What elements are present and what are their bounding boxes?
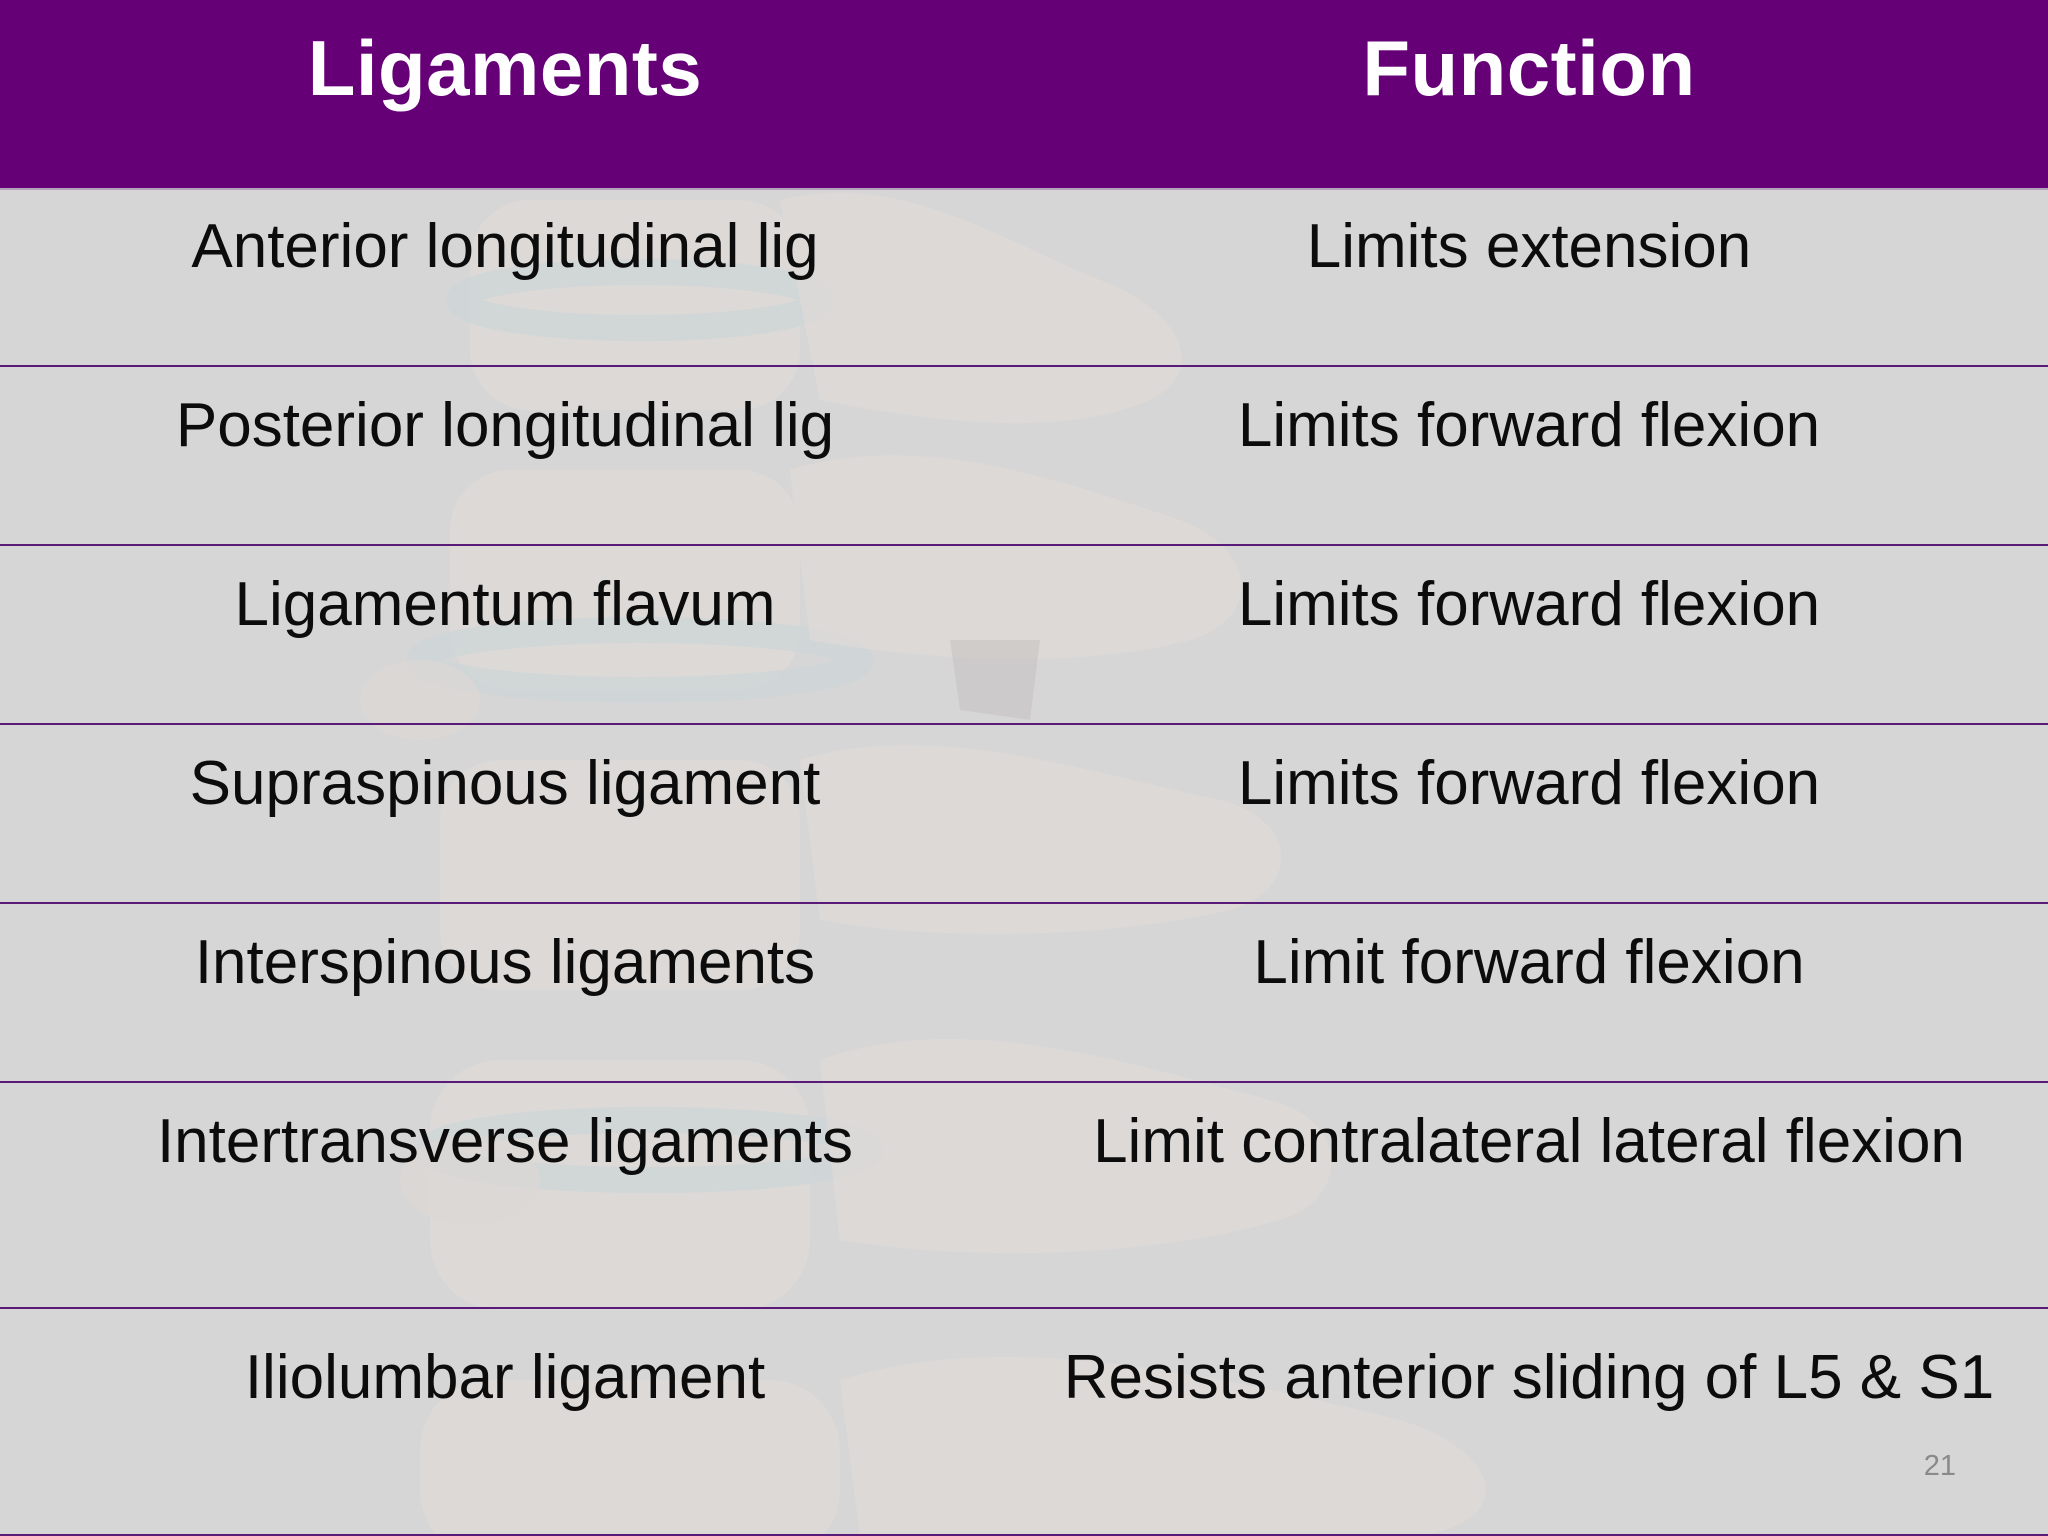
ligament-cell: Supraspinous ligament [189,749,821,818]
table-header-row: Ligaments Function [0,0,2048,190]
table-row: Iliolumbar ligament Resists anterior sli… [0,1309,2048,1536]
header-function: Function [1362,24,1696,112]
ligament-cell: Iliolumbar ligament [244,1343,766,1412]
ligament-cell: Interspinous ligaments [194,928,816,997]
function-cell: Limits extension [1306,212,1752,281]
function-cell: Limit forward flexion [1253,928,1805,997]
function-cell: Resists anterior sliding of L5 & S1 [1063,1343,1995,1412]
function-cell: Limits forward flexion [1237,570,1821,639]
ligament-cell: Ligamentum flavum [234,570,776,639]
page-number: 21 [1923,1450,1956,1482]
table-row: Anterior longitudinal lig Limits extensi… [0,188,2048,367]
table-row: Posterior longitudinal lig Limits forwar… [0,367,2048,546]
header-ligaments: Ligaments [307,24,703,112]
ligament-cell: Intertransverse ligaments [156,1107,854,1176]
ligament-cell: Posterior longitudinal lig [175,391,835,460]
table-row: Intertransverse ligaments Limit contrala… [0,1083,2048,1309]
table-row: Interspinous ligaments Limit forward fle… [0,904,2048,1083]
table-row: Supraspinous ligament Limits forward fle… [0,725,2048,904]
table-row: Ligamentum flavum Limits forward flexion [0,546,2048,725]
function-cell: Limits forward flexion [1237,391,1821,460]
ligament-cell: Anterior longitudinal lig [191,212,819,281]
function-cell: Limits forward flexion [1237,749,1821,818]
function-cell: Limit contralateral lateral flexion [1093,1107,1965,1176]
